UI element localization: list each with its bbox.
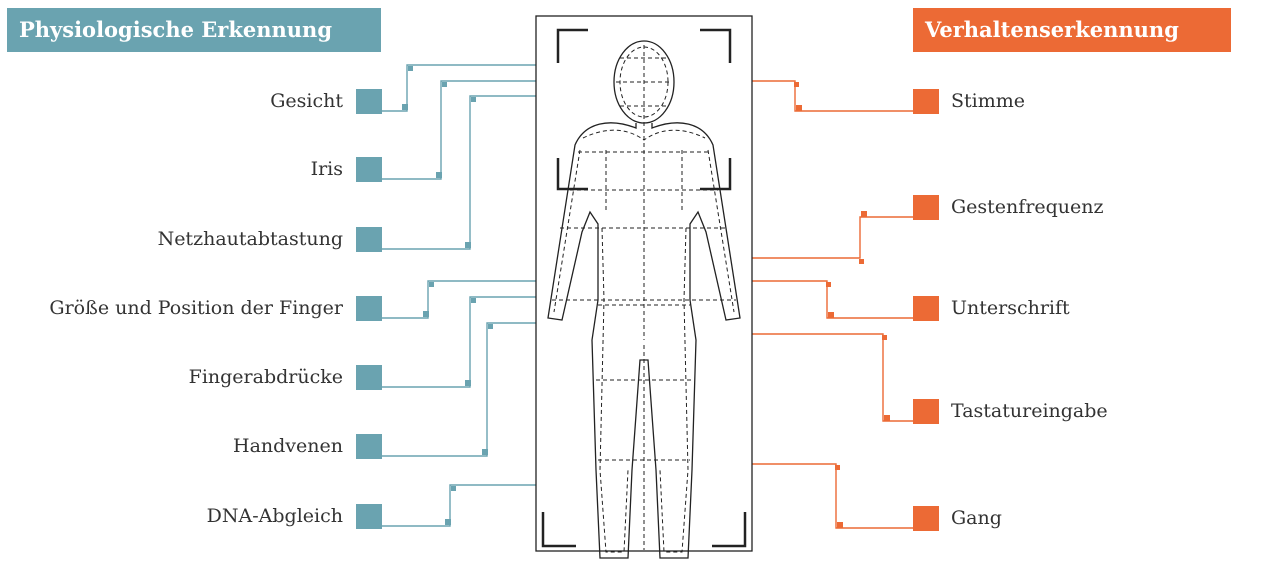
connector-unterschrift (752, 280, 913, 319)
node-iris-2 (442, 82, 447, 87)
frame-corner-mr (700, 158, 732, 191)
node-dna-abgleich-2 (451, 486, 456, 491)
connector-netzhautabtastung (382, 95, 536, 250)
frame-corner-tr (700, 28, 732, 63)
behavioral-header: Verhaltenserkennung (913, 8, 1231, 52)
node-gesicht-2 (408, 66, 413, 71)
node-gestenfrequenz-1 (859, 259, 864, 264)
label-handvenen: Handvenen (233, 435, 343, 457)
marker-gang (913, 506, 939, 531)
node-iris-1 (436, 172, 442, 178)
label-gr-e-und-position-der-finger: Größe und Position der Finger (49, 297, 343, 319)
connector-dna-abgleich (382, 484, 536, 527)
label-unterschrift: Unterschrift (951, 297, 1070, 319)
label-netzhautabtastung: Netzhautabtastung (157, 228, 343, 250)
node-gang-1 (835, 465, 840, 470)
physiological-header: Physiologische Erkennung (7, 8, 381, 52)
label-iris: Iris (310, 158, 343, 180)
label-gesicht: Gesicht (270, 90, 343, 112)
marker-stimme (913, 89, 939, 114)
node-stimme-2 (796, 105, 802, 111)
node-handvenen-2 (488, 324, 493, 329)
node-gr-e-und-position-der-finger-1 (423, 311, 429, 317)
node-unterschrift-2 (828, 312, 834, 318)
body-grid-lower (616, 57, 672, 550)
connector-gesicht (382, 64, 536, 112)
frame-corner-br (712, 512, 747, 548)
node-gr-e-und-position-der-finger-2 (429, 282, 434, 287)
markers (356, 66, 939, 531)
human-figure (547, 40, 741, 559)
body-inner (553, 129, 735, 553)
node-handvenen-1 (482, 449, 488, 455)
label-fingerabdr-cke: Fingerabdrücke (188, 366, 343, 388)
connector-handvenen (382, 322, 536, 457)
marker-gestenfrequenz (913, 195, 939, 220)
marker-unterschrift (913, 296, 939, 321)
connectors (382, 64, 913, 529)
connector-gang (752, 463, 913, 529)
connector-tastatureingabe (752, 333, 913, 422)
marker-handvenen (356, 434, 382, 459)
node-gestenfrequenz-2 (861, 211, 867, 217)
connector-gr-e-und-position-der-finger (382, 280, 536, 319)
node-tastatureingabe-2 (884, 415, 890, 421)
scanner-frame (535, 15, 753, 552)
frame-corner-ml (556, 158, 588, 191)
marker-gesicht (356, 89, 382, 114)
node-netzhautabtastung-2 (471, 97, 476, 102)
label-dna-abgleich: DNA-Abgleich (206, 505, 343, 527)
marker-gr-e-und-position-der-finger (356, 296, 382, 321)
connector-stimme (752, 80, 913, 112)
label-tastatureingabe: Tastatureingabe (951, 400, 1108, 422)
node-gesicht-1 (402, 104, 408, 110)
node-netzhautabtastung-1 (465, 242, 471, 248)
marker-fingerabdr-cke (356, 365, 382, 390)
node-fingerabdr-cke-1 (465, 380, 471, 386)
marker-tastatureingabe (913, 399, 939, 424)
marker-dna-abgleich (356, 504, 382, 529)
frame-border (535, 15, 753, 552)
connector-iris (382, 80, 536, 180)
node-unterschrift-1 (826, 282, 831, 287)
label-gestenfrequenz: Gestenfrequenz (951, 196, 1104, 218)
frame-corner-bl (541, 512, 576, 548)
marker-netzhautabtastung (356, 227, 382, 252)
label-gang: Gang (951, 507, 1002, 529)
node-fingerabdr-cke-2 (471, 298, 476, 303)
node-dna-abgleich-1 (445, 519, 451, 525)
node-stimme-1 (794, 82, 799, 87)
connector-fingerabdr-cke (382, 296, 536, 388)
label-stimme: Stimme (951, 90, 1026, 112)
node-gang-2 (837, 522, 843, 528)
marker-iris (356, 157, 382, 182)
frame-corner-tl (556, 28, 588, 63)
connector-gestenfrequenz (752, 216, 913, 259)
node-tastatureingabe-1 (882, 335, 887, 340)
